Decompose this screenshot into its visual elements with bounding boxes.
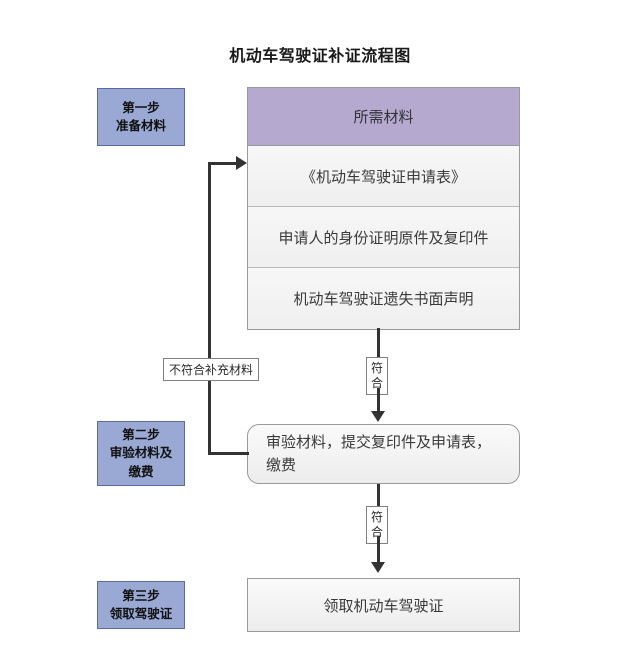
feedback-loop-vertical-segment — [208, 162, 211, 455]
arrowhead-down-icon — [371, 411, 385, 422]
step-box-1: 第一步 准备材料 — [97, 88, 185, 146]
required-materials-table: 所需材料 《机动车驾驶证申请表》 申请人的身份证明原件及复印件 机动车驾驶证遗失… — [247, 87, 520, 330]
process-box-verify: 审验材料，提交复印件及申请表，缴费 — [247, 424, 520, 484]
step-box-3: 第三步 领取驾驶证 — [97, 581, 185, 629]
connector-materials-to-verify-upper — [377, 328, 380, 360]
edge-label-match-2: 符 合 — [366, 506, 388, 544]
step-box-2: 第二步 审验材料及 缴费 — [97, 421, 185, 486]
arrowhead-down-icon — [371, 562, 385, 573]
material-row: 申请人的身份证明原件及复印件 — [248, 207, 519, 268]
material-row: 《机动车驾驶证申请表》 — [248, 146, 519, 207]
arrowhead-right-icon — [236, 156, 247, 170]
process-box-receive: 领取机动车驾驶证 — [247, 578, 520, 632]
materials-header: 所需材料 — [248, 88, 519, 146]
material-row: 机动车驾驶证遗失书面声明 — [248, 268, 519, 329]
feedback-loop-bottom-segment — [208, 452, 249, 455]
edge-label-match-1: 符 合 — [366, 357, 388, 395]
connector-verify-to-receive-lower — [377, 536, 380, 564]
connector-materials-to-verify-lower — [377, 388, 380, 415]
edge-label-reject: 不符合补充材料 — [163, 358, 260, 381]
connector-verify-to-receive-upper — [377, 484, 380, 508]
page-title: 机动车驾驶证补证流程图 — [229, 48, 411, 65]
feedback-loop-top-segment — [208, 162, 240, 165]
